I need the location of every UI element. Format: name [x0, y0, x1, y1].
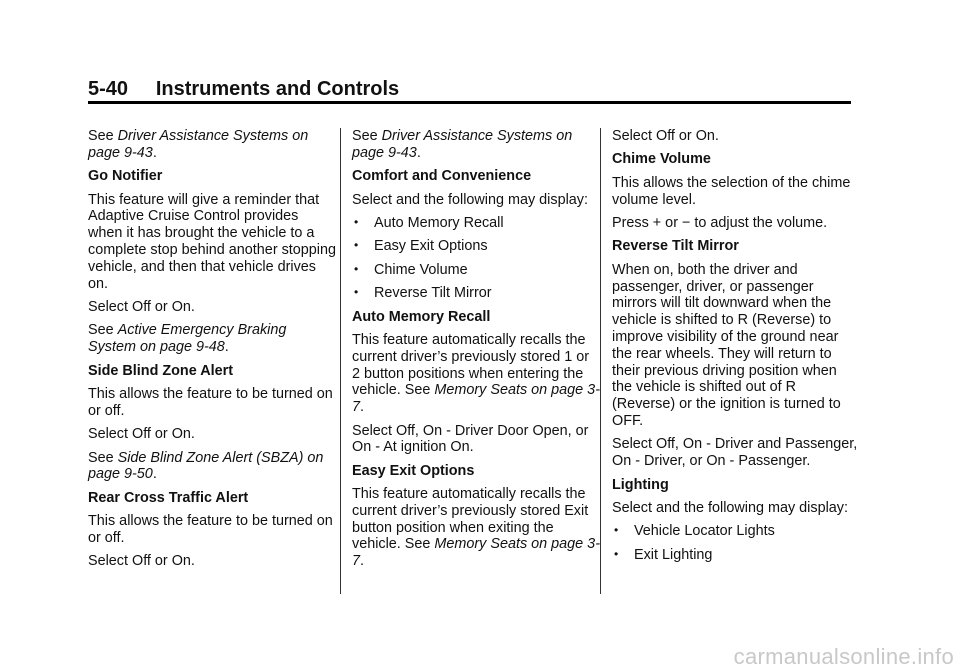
paragraph: This feature will give a reminder that A…	[88, 191, 337, 292]
bullet-icon: •	[354, 285, 359, 300]
section-heading-rear-cross-traffic-alert: Rear Cross Traffic Alert	[88, 489, 249, 506]
see-reference: See Side Blind Zone Alert (SBZA) on page…	[88, 450, 336, 484]
section-heading-reverse-tilt-mirror: Reverse Tilt Mirror	[612, 238, 739, 255]
cross-reference-link[interactable]: Memory Seats on page 3-7	[352, 536, 600, 570]
period: .	[416, 144, 421, 161]
paragraph: This allows the selection of the chime v…	[612, 174, 851, 208]
bullet-icon: •	[614, 546, 619, 561]
paragraph: This feature automatically recalls the c…	[352, 486, 600, 570]
period: .	[360, 399, 365, 416]
period: .	[360, 553, 365, 570]
cross-reference-link[interactable]: Memory Seats on page 3-7	[352, 382, 600, 416]
paragraph: Select Off or On.	[612, 128, 719, 144]
period: .	[224, 339, 229, 356]
bullet-icon: •	[354, 214, 359, 229]
cross-reference-link[interactable]: Driver Assistance Systems on page 9-43	[88, 128, 309, 161]
page-title: 5-40 Instruments and Controls	[88, 78, 400, 100]
paragraph: Select Off or On.	[88, 426, 195, 443]
page-header: 5-40 Instruments and Controls	[88, 78, 851, 106]
see-text: See	[88, 449, 118, 466]
list-item-label: Reverse Tilt Mirror	[374, 285, 492, 302]
header-rule	[88, 101, 851, 104]
section-heading-lighting: Lighting	[612, 476, 669, 493]
bullet-icon: •	[614, 523, 619, 538]
watermark: carmanualsonline.info	[733, 644, 954, 669]
column-1: See Driver Assistance Systems on page 9-…	[88, 128, 336, 577]
paragraph: When on, both the driver and passenger, …	[612, 261, 841, 429]
cross-reference-link[interactable]: Driver Assistance Systems on page 9-43	[352, 128, 573, 161]
paragraph: Select Off or On.	[88, 298, 195, 315]
cross-reference-link[interactable]: Side Blind Zone Alert (SBZA) on page 9-5…	[88, 449, 324, 483]
list-item: • Vehicle Locator Lights	[612, 523, 860, 540]
paragraph: Select and the following may display:	[352, 191, 588, 208]
column-3: Select Off or On. Chime Volume This allo…	[612, 128, 860, 570]
paragraph: Select Off or On.	[88, 553, 195, 570]
see-reference: See Driver Assistance Systems on page 9-…	[352, 128, 600, 162]
paragraph-text: This feature automatically recalls the c…	[352, 486, 589, 553]
see-text: See	[88, 322, 118, 339]
bullet-icon: •	[354, 238, 359, 253]
column-divider	[340, 128, 341, 594]
section-heading-chime-volume: Chime Volume	[612, 151, 711, 168]
section-heading-auto-memory-recall: Auto Memory Recall	[352, 308, 491, 325]
see-text: See	[352, 128, 382, 144]
paragraph-text: This feature automatically recalls the c…	[352, 331, 590, 399]
see-reference: See Active Emergency Braking System on p…	[88, 322, 336, 356]
period: .	[152, 144, 157, 161]
list-item: • Exit Lighting	[612, 547, 860, 564]
list-item-label: Chime Volume	[374, 261, 468, 278]
paragraph: Select Off, On - Driver Door Open, or On…	[352, 422, 589, 456]
paragraph: Select Off, On - Driver and Passenger, O…	[612, 436, 858, 470]
see-reference: See Driver Assistance Systems on page 9-…	[88, 128, 336, 162]
paragraph: Select and the following may display:	[612, 499, 848, 516]
paragraph: This allows the feature to be turned on …	[88, 513, 333, 546]
list-item-label: Vehicle Locator Lights	[634, 523, 775, 540]
section-heading-comfort-and-convenience: Comfort and Convenience	[352, 168, 532, 185]
list-item-label: Easy Exit Options	[374, 238, 488, 255]
see-text: See	[88, 128, 118, 144]
paragraph: Press + or − to adjust the volume.	[612, 214, 828, 231]
list-item-label: Auto Memory Recall	[374, 214, 504, 231]
list-item: • Chime Volume	[352, 262, 600, 279]
list-item: • Auto Memory Recall	[352, 215, 600, 232]
column-divider	[600, 128, 601, 594]
section-heading-easy-exit-options: Easy Exit Options	[352, 462, 475, 479]
list-item: • Reverse Tilt Mirror	[352, 285, 600, 302]
paragraph: This allows the feature to be turned on …	[88, 385, 333, 419]
section-heading-side-blind-zone-alert: Side Blind Zone Alert	[88, 362, 233, 379]
column-2: See Driver Assistance Systems on page 9-…	[352, 128, 600, 577]
bullet-icon: •	[354, 261, 359, 276]
cross-reference-link[interactable]: Active Emergency Braking System on page …	[88, 322, 287, 356]
list-item-label: Exit Lighting	[634, 546, 713, 563]
section-heading-go-notifier: Go Notifier	[88, 168, 163, 185]
period: .	[152, 466, 157, 483]
paragraph: This feature automatically recalls the c…	[352, 332, 600, 416]
list-item: • Easy Exit Options	[352, 238, 600, 255]
